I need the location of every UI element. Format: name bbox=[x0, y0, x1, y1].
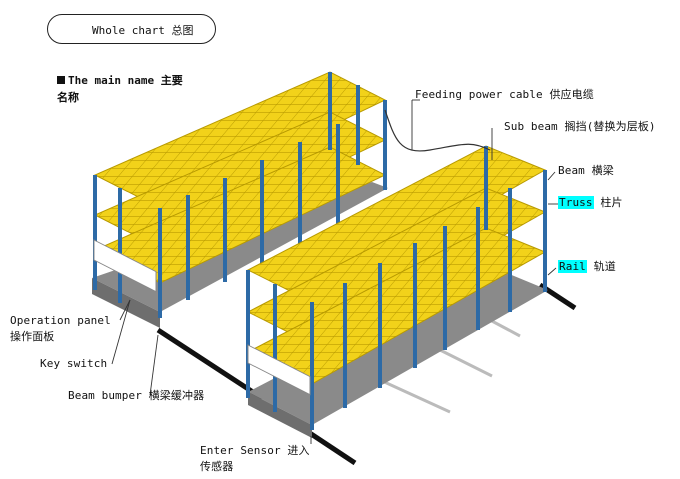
label-key-switch: Key switch bbox=[40, 357, 108, 370]
label-beam-bumper: Beam bumper 横梁缓冲器 bbox=[68, 389, 205, 402]
main-name-heading: The main name 主要 名称 bbox=[57, 72, 183, 106]
label-truss: Truss 柱片 bbox=[558, 196, 623, 210]
label-sub-beam: Sub beam 搁挡(替换为层板) bbox=[504, 120, 656, 133]
columns-left bbox=[93, 72, 387, 318]
columns-right bbox=[246, 146, 547, 430]
diagram-title: Whole chart 总图 bbox=[92, 24, 194, 37]
title-frame bbox=[47, 14, 216, 44]
operation-panel-face bbox=[93, 239, 157, 293]
label-truss-cn: 柱片 bbox=[600, 196, 623, 209]
rack-block-right bbox=[246, 145, 548, 438]
label-operation-panel-cn: 操作面板 bbox=[10, 330, 55, 343]
label-beam: Beam 横梁 bbox=[558, 164, 614, 177]
label-feeding-power-cable: Feeding power cable 供应电缆 bbox=[415, 88, 594, 101]
label-operation-panel-en: Operation panel bbox=[10, 314, 111, 327]
label-rail-cn: 轨道 bbox=[593, 260, 616, 273]
base-right bbox=[248, 266, 548, 425]
label-rail-term: Rail bbox=[558, 260, 587, 273]
label-enter-sensor-en: Enter Sensor 进入 bbox=[200, 444, 310, 457]
rail-guide-1 bbox=[379, 378, 451, 414]
label-rail: Rail 轨道 bbox=[558, 260, 616, 274]
rail-guide-2 bbox=[439, 348, 493, 378]
label-enter-sensor-cn: 传感器 bbox=[200, 460, 234, 473]
callout-lines bbox=[111, 99, 558, 444]
main-name-en: The main name 主要 bbox=[68, 74, 183, 87]
power-cable bbox=[384, 109, 491, 152]
bullet-square-icon bbox=[57, 76, 65, 84]
rail-front-left bbox=[156, 327, 264, 401]
label-truss-term: Truss bbox=[558, 196, 594, 209]
main-name-cn: 名称 bbox=[57, 91, 79, 104]
rack-block-left bbox=[92, 71, 388, 328]
rail-guide-3 bbox=[489, 318, 521, 338]
